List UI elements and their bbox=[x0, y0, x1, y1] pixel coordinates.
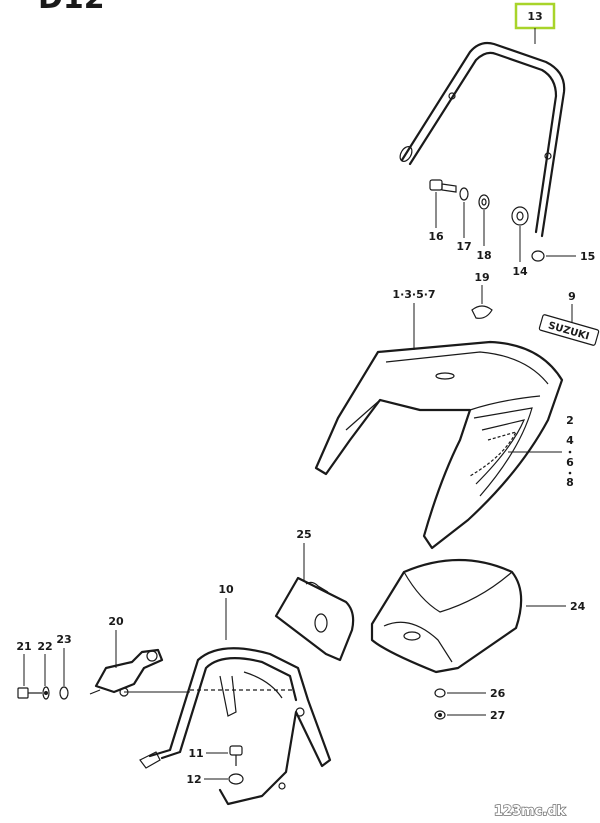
callout-9[interactable]: 9 bbox=[568, 290, 576, 303]
washer-26[interactable] bbox=[434, 688, 446, 698]
bolt-16[interactable] bbox=[429, 179, 457, 193]
nut-15[interactable] bbox=[531, 250, 545, 262]
callout-8[interactable]: 8 bbox=[566, 476, 574, 489]
callout-21[interactable]: 21 bbox=[16, 640, 31, 653]
callout-19[interactable]: 19 bbox=[474, 271, 489, 284]
hinge-lock-20[interactable] bbox=[89, 648, 164, 695]
bolt-11[interactable] bbox=[229, 745, 243, 766]
callout-6[interactable]: 6 bbox=[566, 456, 574, 469]
callout-16[interactable]: 16 bbox=[428, 230, 444, 243]
callout-22[interactable]: 22 bbox=[37, 640, 52, 653]
callout-2[interactable]: 2 bbox=[566, 414, 574, 427]
diagram-header: D12 bbox=[38, 0, 105, 16]
washer-17[interactable] bbox=[459, 187, 469, 201]
callout-10[interactable]: 10 bbox=[218, 583, 234, 596]
callout-1-3-5-7[interactable]: 1·3·5·7 bbox=[392, 288, 435, 301]
callout-15[interactable]: 15 bbox=[580, 250, 595, 263]
callout-12[interactable]: 12 bbox=[186, 773, 201, 786]
bracket-frame-10[interactable] bbox=[139, 647, 332, 806]
washer-12[interactable] bbox=[228, 773, 244, 785]
callout-26[interactable]: 26 bbox=[490, 687, 506, 700]
callout-18[interactable]: 18 bbox=[476, 249, 491, 262]
emblem-text: SUZUKI bbox=[547, 320, 591, 342]
washer-18[interactable] bbox=[478, 194, 490, 210]
callout-20[interactable]: 20 bbox=[108, 615, 124, 628]
grommet-19[interactable] bbox=[471, 305, 493, 319]
callout-17[interactable]: 17 bbox=[456, 240, 471, 253]
grab-rail-part[interactable] bbox=[398, 41, 566, 238]
callout-14[interactable]: 14 bbox=[512, 265, 528, 278]
cover-plate-25[interactable] bbox=[274, 576, 355, 662]
callout-25[interactable]: 25 bbox=[296, 528, 311, 541]
bolt-21[interactable] bbox=[17, 687, 42, 699]
callout-27[interactable]: 27 bbox=[490, 709, 505, 722]
washer-23[interactable] bbox=[59, 686, 69, 700]
callout-4[interactable]: 4 bbox=[566, 434, 574, 447]
callout-24[interactable]: 24 bbox=[570, 600, 586, 613]
cushion-14[interactable] bbox=[511, 206, 529, 226]
callout-11[interactable]: 11 bbox=[188, 747, 203, 760]
lock-washer-22[interactable] bbox=[42, 686, 50, 700]
nut-27[interactable] bbox=[434, 710, 446, 720]
watermark: 123mc.dk bbox=[494, 804, 566, 819]
callout-23[interactable]: 23 bbox=[56, 633, 71, 646]
tail-cowl-part[interactable] bbox=[314, 340, 564, 550]
emblem-9[interactable]: SUZUKI bbox=[538, 314, 600, 346]
seat-pad-24[interactable] bbox=[370, 558, 523, 674]
callout-13[interactable]: 13 bbox=[527, 10, 542, 23]
